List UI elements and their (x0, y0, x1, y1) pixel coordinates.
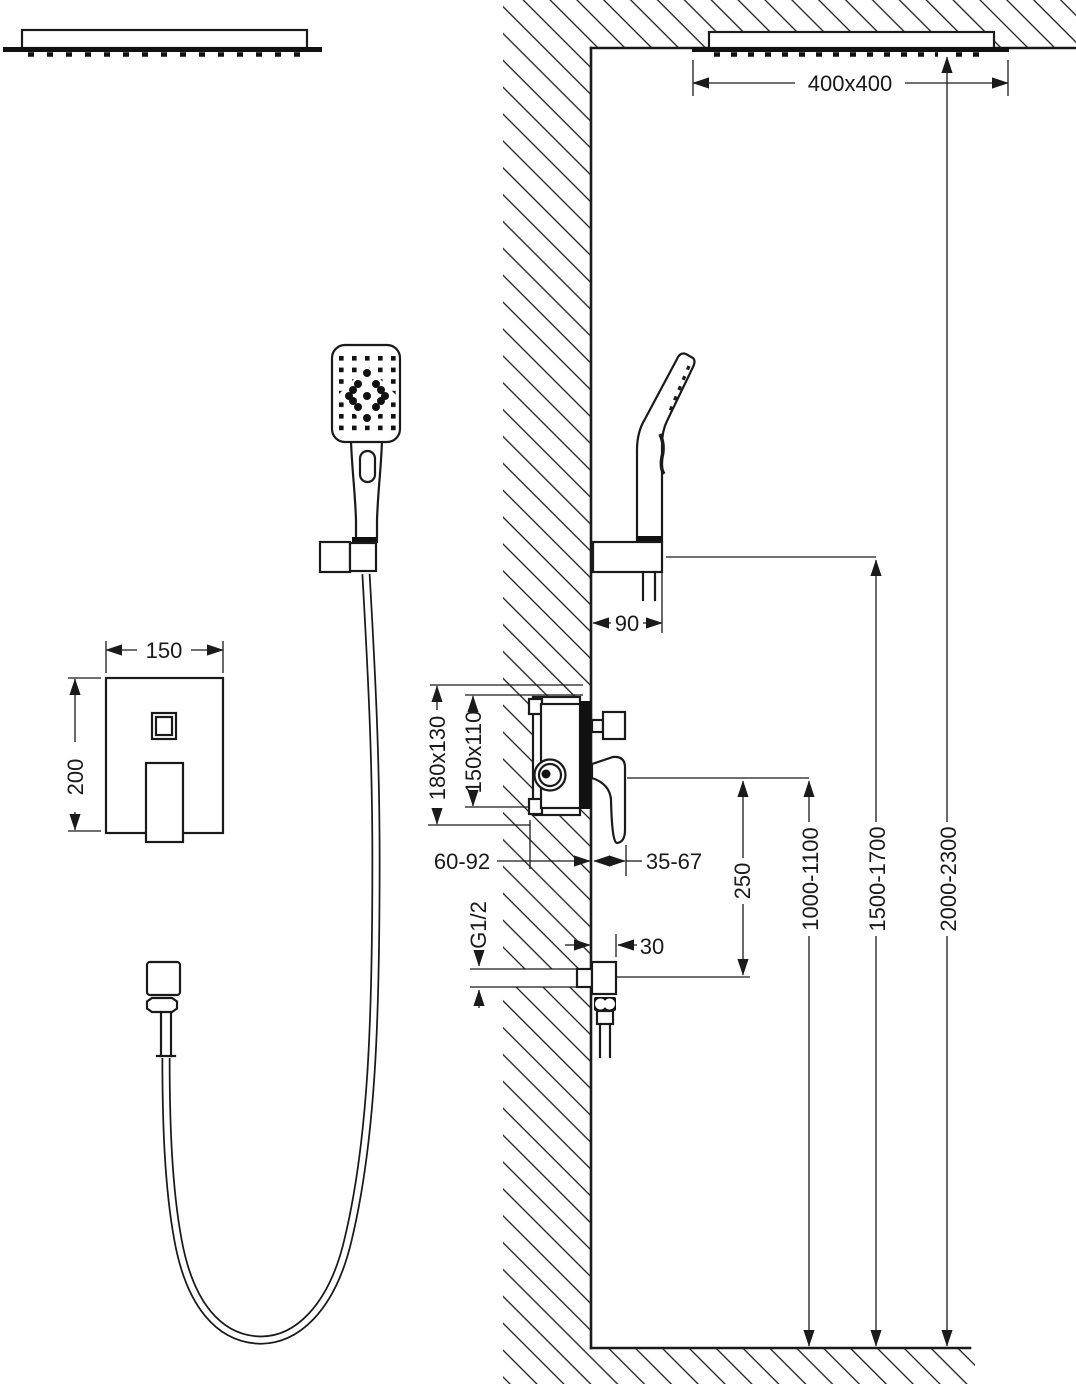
dim-label-trim-depth: 35-67 (646, 849, 702, 874)
hand-shower-section (591, 352, 696, 602)
pipe-socket (575, 967, 594, 989)
diverter-button-side (601, 710, 627, 741)
dim-label-panel-width: 150 (146, 638, 183, 663)
mixer-rough-in-section (527, 695, 627, 845)
shower-head-body (707, 30, 996, 50)
rough-in-inner (539, 702, 582, 810)
trim-plate-edge (580, 701, 591, 809)
dim-label-holder-offset: 90 (615, 611, 639, 636)
dim-label-recess-depth: 60-92 (434, 849, 490, 874)
hand-shower-side (635, 352, 696, 544)
dim-label-outlet-offset: 30 (640, 934, 664, 959)
wall-section-hatching (503, 0, 1076, 1384)
wall-outlet-section (470, 960, 618, 1059)
dim-label-box-inner: 150x110 (461, 711, 486, 794)
hand-shower-front (145, 343, 402, 1345)
shower-head-side-view (3, 28, 322, 57)
handle-detail (658, 433, 666, 475)
ceiling-shower-head-installed (692, 30, 1009, 57)
dim-label-holder-height: 1500-1700 (865, 826, 890, 931)
hose-hex-nut (145, 996, 179, 1014)
spray-face-ticks (668, 365, 691, 412)
shower-head-faceplate (692, 47, 1009, 52)
mixer-panel-front (104, 676, 225, 844)
dim-label-head-height: 2000-2300 (936, 826, 961, 931)
holder-bracket (318, 540, 352, 574)
outlet-elbow (590, 960, 618, 996)
dimension-labels: 400x400 90 150 200 180x130 150x110 60-92… (63, 71, 961, 959)
holder-bracket-side (591, 540, 664, 574)
dim-label-outlet-drop: 250 (730, 863, 755, 900)
shower-head-body (20, 28, 309, 50)
shower-head-faceplate (3, 47, 322, 52)
hose-connector (595, 1009, 615, 1026)
mixer-lever-front (144, 761, 185, 844)
diverter-stem (590, 718, 605, 734)
hose-end-fitting (145, 960, 182, 997)
dimension-lines (68, 56, 1009, 1347)
trim-panel (104, 676, 225, 835)
mixer-lever-side (590, 755, 627, 845)
dim-label-head-size: 400x400 (808, 71, 892, 96)
holder-clamp (637, 536, 662, 543)
dim-label-mixer-height: 1000-1100 (798, 827, 823, 931)
dim-label-box-outer: 180x130 (425, 716, 450, 800)
dim-label-panel-height: 200 (63, 759, 88, 796)
mode-button (358, 449, 377, 484)
holder-clamp (352, 537, 376, 544)
dim-label-thread: G1/2 (466, 901, 491, 949)
nozzle-diamond-jets (345, 369, 389, 422)
holder-cone (348, 541, 378, 573)
